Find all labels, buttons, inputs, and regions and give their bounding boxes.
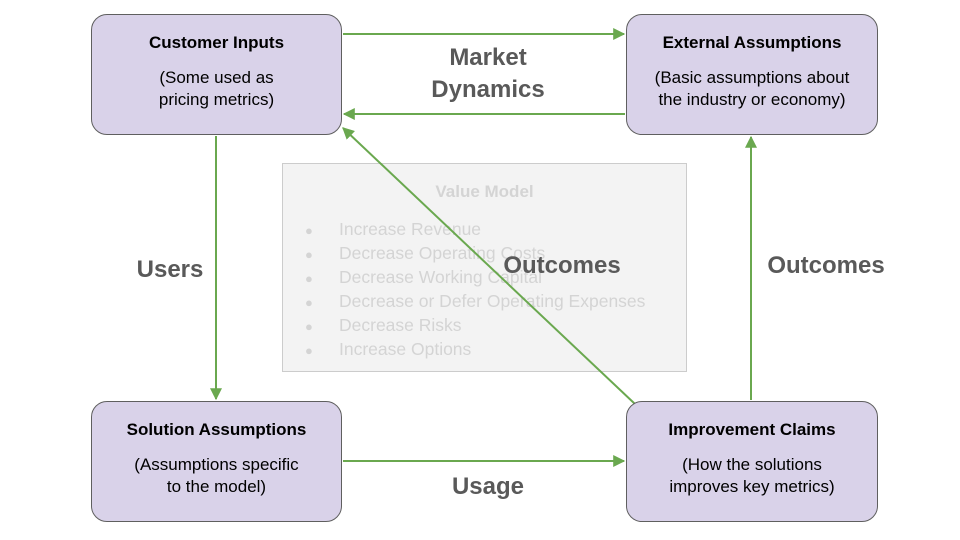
value-model-item: ●Decrease Operating Costs [305,243,546,263]
value-model-item: ●Decrease Working Capital [305,267,542,287]
value-model-item: ●Decrease or Defer Operating Expenses [305,291,646,311]
box-title: Improvement Claims [668,420,836,439]
edge-label-market-dynamics: Market Dynamics [431,44,545,103]
box-description: (Assumptions specific to the model) [134,455,299,496]
edge-label-outcomes-middle: Outcomes [503,252,621,279]
value-model-list: ●Increase Revenue ●Decrease Operating Co… [283,218,686,362]
box-description: (Basic assumptions about the industry or… [654,68,850,109]
box-description: (Some used as pricing metrics) [158,68,275,109]
value-model-item: ●Increase Options [305,339,472,359]
arrow-ic-to-ci [342,127,636,405]
improvement-claims-box: Improvement Claims (How the solutions im… [626,401,878,522]
customer-inputs-box: Customer Inputs (Some used as pricing me… [91,14,342,135]
value-model-title: Value Model [435,182,534,201]
edge-label-users: Users [136,256,204,283]
solution-assumptions-box: Solution Assumptions (Assumptions specif… [91,401,342,522]
value-model-item: ●Decrease Risks [305,315,462,335]
value-model-panel: Value Model ●Increase Revenue ●Decrease … [282,163,687,372]
edge-label-outcomes-right: Outcomes [767,252,885,279]
box-description: (How the solutions improves key metrics) [669,455,835,496]
edge-label-usage: Usage [451,473,525,500]
box-title: Solution Assumptions [126,420,307,439]
box-title: Customer Inputs [148,33,285,52]
external-assumptions-box: External Assumptions (Basic assumptions … [626,14,878,135]
box-title: External Assumptions [662,33,842,52]
